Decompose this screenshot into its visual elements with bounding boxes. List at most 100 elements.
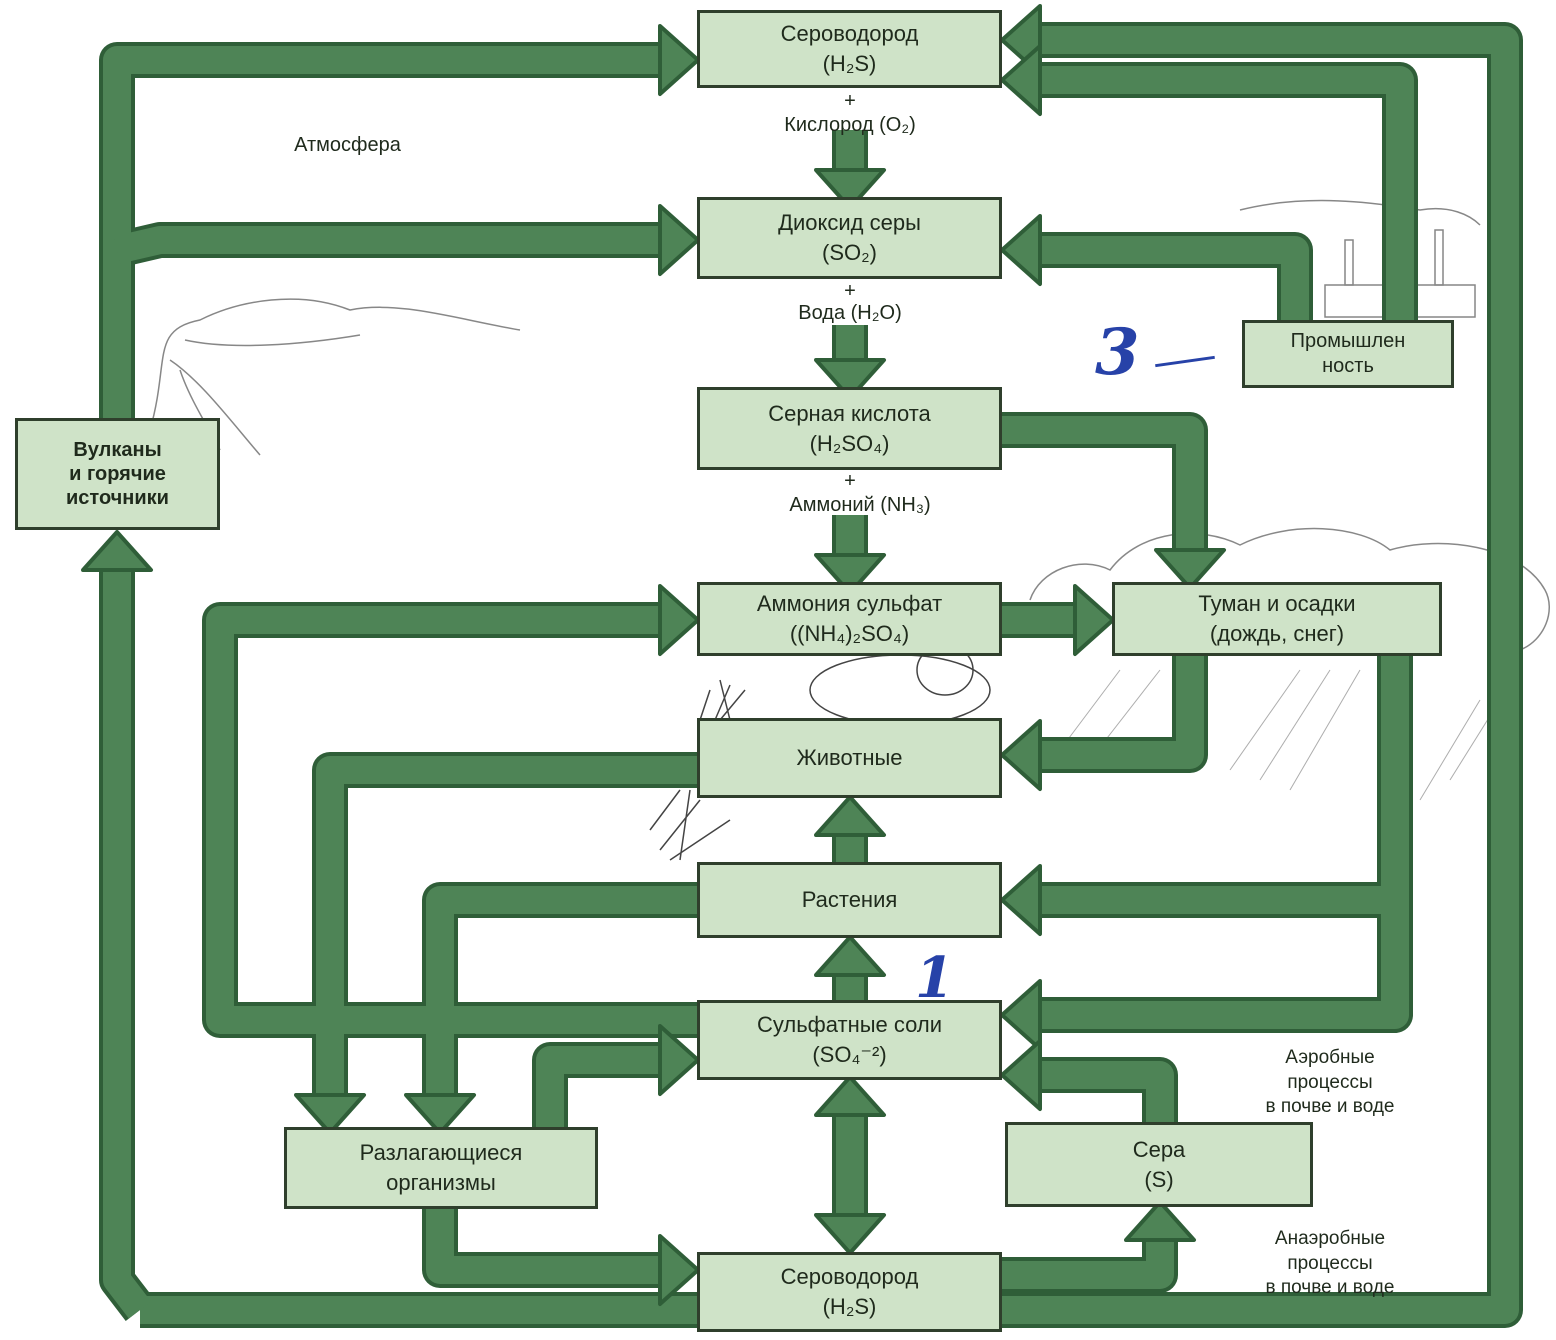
- arrow-ammonium-to-fog-head: [1073, 584, 1115, 656]
- arrow-volcano-to-h2s-fill: [103, 46, 660, 418]
- arrow-fog-to-sulfate-fill: [1040, 656, 1409, 1029]
- plus-sign-2: +: [844, 280, 856, 302]
- hydrogen-sulfide-top-box: Сероводород (H₂S): [697, 10, 1002, 88]
- hydrogen-sulfide-bottom-box: Сероводород (H₂S): [697, 1252, 1002, 1332]
- box-name: Туман и осадки: [1198, 591, 1356, 617]
- arrow-volcano-to-h2s-head: [658, 24, 700, 96]
- volcano-illustration: [149, 298, 521, 456]
- volcanoes-box: Вулканы и горячие источники: [15, 418, 220, 530]
- arrow-fog-to-sulfate-head: [1000, 979, 1042, 1051]
- handwritten-number-1: 1: [915, 945, 954, 1011]
- arrow-h2s-to-sulfur-fill: [1002, 1240, 1174, 1289]
- water-label: Вода (H₂O): [798, 302, 902, 324]
- box-name: Аммония сульфат: [756, 591, 943, 617]
- arrow-sulfur-to-sulfate-fill: [1040, 1061, 1174, 1122]
- box-name: Сероводород: [780, 21, 919, 47]
- box-line: Разлагающиеся: [359, 1140, 523, 1166]
- atmosphere-label: Атмосфера: [294, 134, 401, 156]
- arrow-fog-to-plants-fill: [1040, 656, 1409, 914]
- sulfate-salts-box: Сульфатные соли (SO₄⁻²): [697, 1000, 1002, 1080]
- sulfur-dioxide-box: Диоксид серы (SO₂): [697, 197, 1002, 279]
- animals-box: Животные: [697, 718, 1002, 798]
- arrow-decomposers-to-h2s-head: [658, 1234, 700, 1306]
- arrow-h2so4-to-fog-fill: [1002, 416, 1204, 550]
- box-formula: (S): [1144, 1166, 1174, 1192]
- arrow-sulfate-h2s-up-head: [814, 1075, 886, 1117]
- cloud-illustration: [1029, 527, 1550, 651]
- arrow-fog-to-plants-outline: [1040, 656, 1413, 918]
- arrow-animals-to-decomposers-fill: [316, 756, 697, 1095]
- box-name: Сероводород: [780, 1264, 919, 1290]
- sulfur-box: Сера (S): [1005, 1122, 1313, 1207]
- arrow-decomposers-to-sulfate-fill: [536, 1046, 660, 1127]
- arrow-decomposers-to-h2s-fill: [426, 1209, 660, 1284]
- box-name: Животные: [796, 745, 903, 771]
- arrow-h2so4-to-ammonium-head: [814, 553, 886, 595]
- arrow-fog-to-animals-head: [1000, 719, 1042, 791]
- anaerobic-label: Анаэробные процессы в почве и воде: [1205, 1227, 1455, 1301]
- arrow-h2so4-to-fog-outline: [1002, 412, 1208, 550]
- arrow-paths: [99, 22, 1523, 1328]
- box-line: ность: [1322, 355, 1374, 377]
- label-line: в почве и воде: [1265, 1277, 1395, 1299]
- arrow-sulfate-h2s-down-head: [814, 1213, 886, 1255]
- label-line: процессы: [1287, 1071, 1373, 1093]
- arrow-to-volcano-head: [81, 530, 153, 572]
- box-formula: (SO₂): [822, 240, 877, 265]
- label-line: Аэробные: [1285, 1047, 1375, 1068]
- label-line: Анаэробные: [1274, 1228, 1386, 1249]
- arrow-sulfate-to-ammonium-fill: [206, 606, 697, 1034]
- box-formula: (SO₄⁻²): [812, 1042, 887, 1067]
- arrow-h2s-to-so2-head: [814, 168, 886, 210]
- box-line: Вулканы: [73, 439, 162, 461]
- ammonia-label: Аммоний (NH₃): [789, 494, 931, 516]
- arrow-volcano-to-so2-fill: [113, 226, 660, 264]
- arrow-decomposers-to-sulfate-head: [658, 1024, 700, 1096]
- arrow-so2-to-h2so4-head: [814, 358, 886, 400]
- label-line: в почве и воде: [1265, 1096, 1395, 1118]
- box-formula: (H₂S): [822, 51, 877, 76]
- box-name: Сера: [1132, 1136, 1186, 1162]
- arrow-industry-to-h2s-head: [1000, 44, 1042, 116]
- arrow-plants-to-decomposers-fill: [426, 886, 697, 1095]
- arrow-to-volcano-fill: [103, 570, 152, 1319]
- box-line: и горячие: [69, 463, 166, 485]
- box-formula: ((NH₄)₂SO₄): [789, 621, 910, 646]
- box-formula: (H₂S): [822, 1294, 877, 1319]
- handwritten-number-3: 3: [1095, 315, 1140, 390]
- arrow-sulfate-to-ammonium-outline: [202, 602, 697, 1038]
- ammonium-sulfate-box: Аммония сульфат ((NH₄)₂SO₄): [697, 582, 1002, 656]
- box-name: Диоксид серы: [778, 210, 921, 236]
- grass-illustration: [649, 679, 746, 861]
- box-formula: (дождь, снег): [1209, 621, 1345, 646]
- arrow-industry-to-h2s-outline: [1040, 62, 1418, 320]
- arrow-h2so4-to-fog-head: [1154, 548, 1226, 590]
- sulfuric-acid-box: Серная кислота (H₂SO₄): [697, 387, 1002, 470]
- plants-box: Растения: [697, 862, 1002, 938]
- arrow-industry-to-so2-fill: [1040, 236, 1309, 320]
- arrow-volcano-to-so2-head: [658, 204, 700, 276]
- arrow-industry-to-so2-head: [1000, 214, 1042, 286]
- decomposers-box: Разлагающиеся организмы: [284, 1127, 598, 1209]
- arrow-sulfate-to-plants-head: [814, 935, 886, 977]
- arrow-fog-to-plants-head: [1000, 864, 1042, 936]
- oxygen-label: Кислород (O₂): [784, 114, 916, 136]
- plus-sign-3: +: [844, 470, 856, 492]
- rain-hatching: [1059, 669, 1501, 801]
- arrow-fog-to-animals-outline: [1040, 656, 1208, 773]
- aerobic-label: Аэробные процессы в почве и воде: [1205, 1046, 1455, 1120]
- arrow-animals-to-decomposers-head: [294, 1093, 366, 1135]
- plus-sign-1: +: [844, 90, 856, 112]
- arrow-sulfur-to-sulfate-head: [1000, 1039, 1042, 1111]
- arrow-plants-to-decomposers-head: [404, 1093, 476, 1135]
- arrow-h2s-to-sulfur-head: [1124, 1200, 1196, 1242]
- fog-precipitation-box: Туман и осадки (дождь, снег): [1112, 582, 1442, 656]
- arrow-sulfate-to-ammonium-head: [658, 584, 700, 656]
- arrow-heads: [81, 4, 1226, 1306]
- arrow-fog-to-sulfate-outline: [1040, 656, 1413, 1033]
- box-name: Растения: [801, 887, 898, 913]
- box-line: источники: [66, 487, 169, 509]
- arrow-plants-to-animals-head: [814, 795, 886, 837]
- arrow-fog-to-animals-fill: [1040, 656, 1204, 769]
